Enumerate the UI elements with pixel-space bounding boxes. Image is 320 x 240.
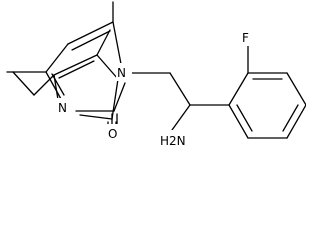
bond <box>79 114 113 120</box>
atom-background <box>116 63 132 81</box>
bond <box>71 30 111 51</box>
bond <box>286 104 306 139</box>
atom-background <box>56 98 74 116</box>
bond <box>228 72 249 106</box>
ring-nitrogen-3-label: N <box>58 101 67 115</box>
bond <box>113 82 126 112</box>
bond <box>45 43 69 73</box>
bond <box>228 104 249 139</box>
bond <box>96 29 111 56</box>
ring-nitrogen-1-label: N <box>117 66 126 80</box>
bond <box>169 72 191 106</box>
carbonyl-oxygen-label: O <box>108 127 117 141</box>
bond <box>67 21 114 45</box>
bond <box>286 72 306 106</box>
structure-canvas: F N N O H2N <box>6 1 306 148</box>
fluorine-label: F <box>242 31 249 45</box>
bond <box>45 71 62 100</box>
bond <box>58 60 95 79</box>
bond <box>51 73 65 96</box>
bond <box>53 54 98 76</box>
amine-label: H2N <box>160 134 186 148</box>
bond <box>236 104 253 132</box>
bond <box>171 104 191 131</box>
bond <box>12 71 35 96</box>
bond <box>111 78 119 120</box>
molecule-drawing: F N N O H2N <box>6 1 306 148</box>
atom-background <box>240 29 255 46</box>
bond <box>112 21 122 65</box>
bond <box>282 104 299 132</box>
atom-background <box>159 130 187 148</box>
bond <box>33 74 55 96</box>
bond <box>96 54 119 80</box>
atom-background <box>107 124 121 140</box>
